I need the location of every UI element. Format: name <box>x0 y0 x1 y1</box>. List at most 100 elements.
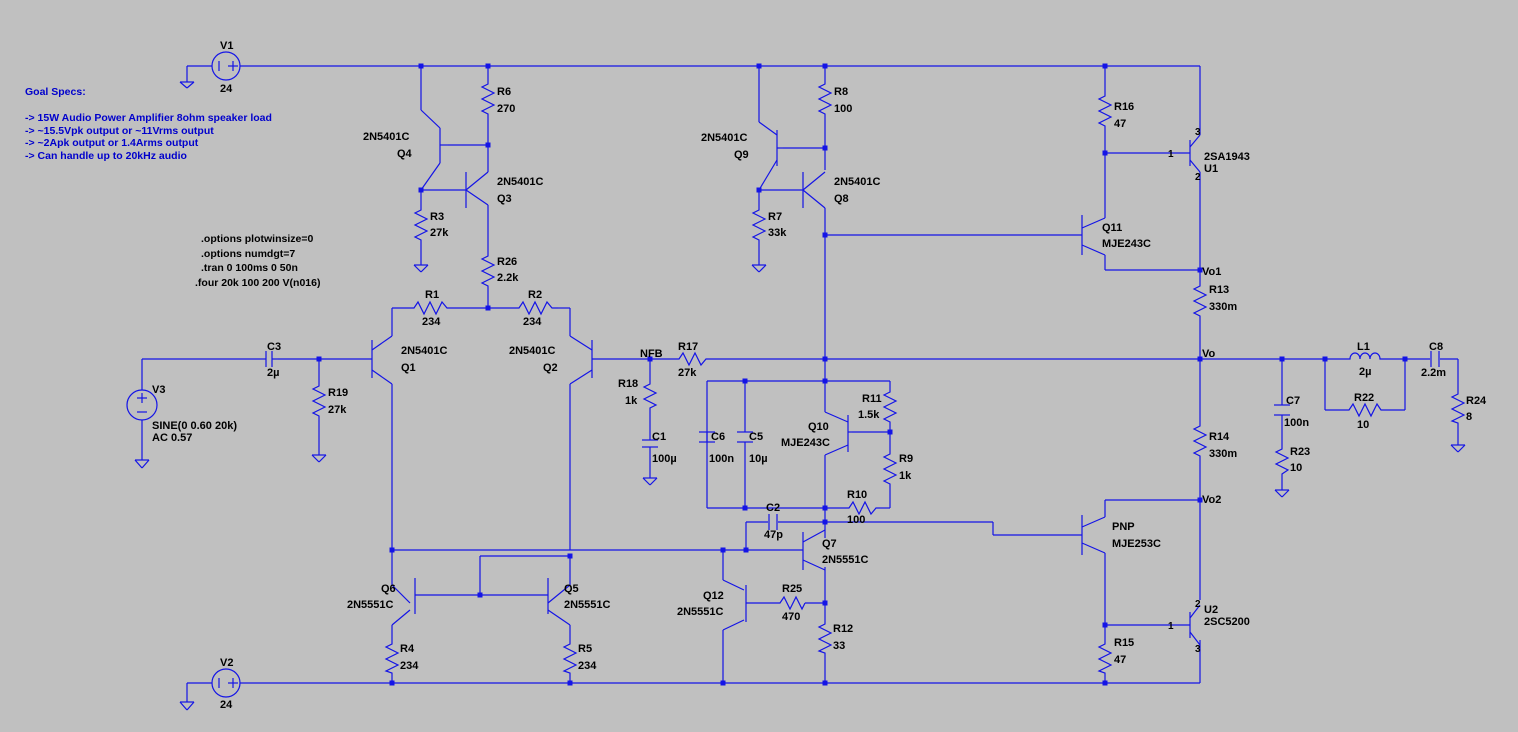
transistor-q11[interactable]: Q11 MJE243C <box>1081 215 1151 256</box>
transistor-q10[interactable]: Q10 MJE243C <box>781 415 852 452</box>
transistor-q2[interactable]: 2N5401C Q2 <box>509 335 593 385</box>
pin-number: 2 <box>1195 172 1201 183</box>
transistor-q4[interactable]: 2N5401C Q4 <box>363 128 448 163</box>
net-label-vo2[interactable]: Vo2 <box>1202 494 1221 506</box>
component-value: 10µ <box>749 453 768 465</box>
component-label: R4 <box>400 643 415 655</box>
component-label: Q3 <box>497 193 512 205</box>
component-label: L1 <box>1357 341 1370 353</box>
component-value: 2.2m <box>1421 367 1446 379</box>
voltage-source-v2[interactable]: V2 24 <box>211 657 241 711</box>
transistor-pnp[interactable]: PNP MJE253C <box>1081 515 1161 555</box>
transistor-q12[interactable]: Q12 2N5551C <box>677 585 747 622</box>
transistor-q9[interactable]: 2N5401C Q9 <box>701 130 783 166</box>
directive-line[interactable]: .four 20k 100 200 V(n016) <box>195 277 320 289</box>
component-label: C5 <box>749 431 763 443</box>
transistor-u2[interactable]: 2 1 3 U2 2SC5200 <box>1168 599 1250 655</box>
component-label: R10 <box>847 489 867 501</box>
voltage-source-v3[interactable]: V3 SINE(0 0.60 20k) AC 0.57 <box>126 384 237 444</box>
directive-line[interactable]: .options numdgt=7 <box>201 248 295 260</box>
component-label: Q2 <box>543 362 558 374</box>
component-label: Q6 <box>381 583 396 595</box>
capacitor-c7[interactable]: C7 100n <box>1274 395 1309 429</box>
component-value: 8 <box>1466 411 1472 423</box>
transistor-q8[interactable]: 2N5401C Q8 <box>802 172 881 208</box>
note-line: -> 15W Audio Power Amplifier 8ohm speake… <box>25 112 272 124</box>
component-label: C8 <box>1429 341 1443 353</box>
component-label: C6 <box>711 431 725 443</box>
directive-line[interactable]: .options plotwinsize=0 <box>201 233 313 245</box>
capacitor-c5[interactable]: C5 10µ <box>737 431 768 465</box>
component-label: R9 <box>899 453 913 465</box>
component-value: 100n <box>1284 417 1309 429</box>
component-model: 2N5401C <box>834 176 881 188</box>
component-value: 10 <box>1290 462 1302 474</box>
transistor-q5[interactable]: Q5 2N5551C <box>547 578 611 614</box>
component-label: R25 <box>782 583 802 595</box>
net-label-vo1[interactable]: Vo1 <box>1202 266 1221 278</box>
capacitor-c8[interactable]: C8 2.2m <box>1421 341 1446 379</box>
transistor-q7[interactable]: Q7 2N5551C <box>802 529 869 571</box>
ground-symbols <box>134 81 1466 711</box>
component-label: C7 <box>1286 395 1300 407</box>
transistor-q6[interactable]: Q6 2N5551C <box>347 578 416 614</box>
component-label: Q10 <box>808 421 829 433</box>
component-value: 33k <box>768 227 787 239</box>
voltage-source-v1[interactable]: V1 24 <box>211 40 241 95</box>
junction-dots <box>316 63 1408 686</box>
transistor-q3[interactable]: 2N5401C Q3 <box>465 172 544 208</box>
ground-icon <box>179 81 195 89</box>
component-value: 47 <box>1114 118 1126 130</box>
note-line: -> Can handle up to 20kHz audio <box>25 150 187 162</box>
component-value: 27k <box>430 227 449 239</box>
note-line: -> ~2Apk output or 1.4Arms output <box>25 137 199 149</box>
transistor-q1[interactable]: 2N5401C Q1 <box>371 335 448 385</box>
ground-icon <box>1450 444 1466 453</box>
spice-directives: .options plotwinsize=0 .options numdgt=7… <box>195 233 320 289</box>
component-label: Q4 <box>397 148 413 160</box>
component-model: 2N5401C <box>497 176 544 188</box>
resistor-r14[interactable]: R14 330m <box>1192 420 1237 460</box>
component-label: R12 <box>833 623 853 635</box>
net-label-vo[interactable]: Vo <box>1202 348 1216 360</box>
component-value: 27k <box>328 404 347 416</box>
transistor-u1[interactable]: 3 1 2 2SA1943 U1 <box>1168 127 1250 183</box>
component-label: Q8 <box>834 193 849 205</box>
component-label: R14 <box>1209 431 1230 443</box>
component-value: 330m <box>1209 448 1237 460</box>
component-label: R5 <box>578 643 592 655</box>
component-value: SINE(0 0.60 20k) <box>152 420 237 432</box>
inductor-l1[interactable]: L1 2µ <box>1345 341 1385 378</box>
component-label: R22 <box>1354 392 1374 404</box>
directive-line[interactable]: .tran 0 100ms 0 50n <box>201 262 298 274</box>
net-label-nfb[interactable]: NFB <box>640 348 663 360</box>
component-label: Q7 <box>822 538 837 550</box>
